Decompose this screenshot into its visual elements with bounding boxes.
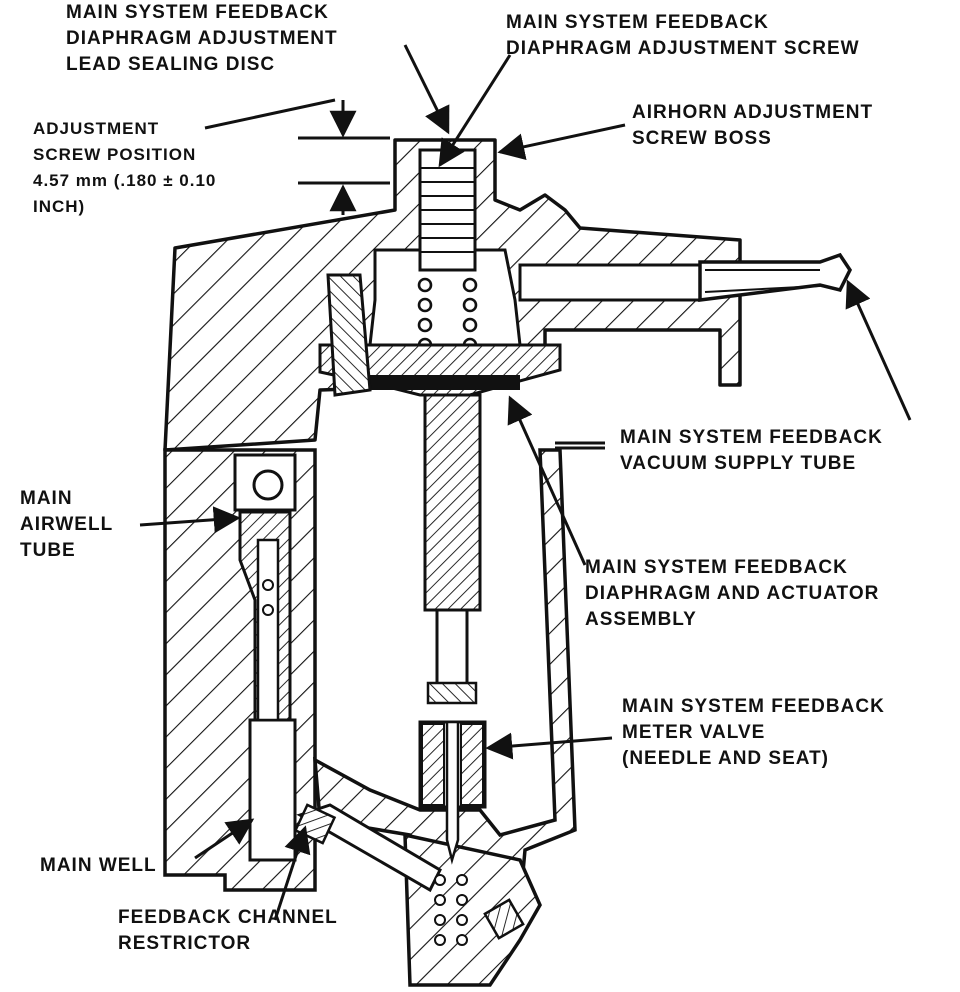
leader-meter-valve (485, 732, 613, 760)
label-line: AIRWELL (20, 514, 114, 535)
main-airwell-tube (233, 453, 297, 722)
label-line: (NEEDLE AND SEAT) (622, 748, 829, 769)
leader-adjustment-screw (438, 54, 512, 168)
leader-lead-sealing-disc (403, 44, 450, 135)
label-line: AIRHORN ADJUSTMENT (632, 102, 874, 123)
label-line: FEEDBACK CHANNEL (118, 907, 338, 928)
label-line: MAIN (20, 488, 73, 509)
label-line: MAIN SYSTEM FEEDBACK (66, 2, 329, 23)
label-line: ADJUSTMENT (33, 119, 160, 138)
airhorn-housing (163, 138, 742, 452)
leader-restrictor (273, 825, 311, 921)
leader-vacuum-tube (845, 279, 912, 421)
label-line: INCH) (33, 197, 86, 216)
adjustment-screw (418, 148, 477, 272)
label-screw-position: ADJUSTMENT SCREW POSITION 4.57 mm (.180 … (33, 116, 216, 220)
label-line: SCREW POSITION (33, 145, 197, 164)
leader-diaphragm-actuator (507, 395, 587, 566)
label-main-airwell-tube: MAIN AIRWELL TUBE (20, 486, 113, 564)
label-meter-valve: MAIN SYSTEM FEEDBACK METER VALVE (NEEDLE… (622, 694, 885, 772)
label-line: MAIN SYSTEM FEEDBACK (585, 557, 848, 578)
leader-lines (139, 44, 912, 921)
label-line: TUBE (20, 540, 76, 561)
label-line: DIAPHRAGM AND ACTUATOR (585, 583, 880, 604)
leader-main-well (194, 818, 255, 860)
label-main-well: MAIN WELL (40, 853, 157, 879)
label-airhorn-boss: AIRHORN ADJUSTMENT SCREW BOSS (632, 100, 873, 152)
label-line: ASSEMBLY (585, 609, 697, 630)
label-line: RESTRICTOR (118, 933, 252, 954)
label-line: VACUUM SUPPLY TUBE (620, 453, 857, 474)
label-line: SCREW BOSS (632, 128, 772, 149)
label-line: 4.57 mm (.180 ± 0.10 (33, 171, 217, 190)
label-diaphragm-actuator: MAIN SYSTEM FEEDBACK DIAPHRAGM AND ACTUA… (585, 555, 879, 633)
leader-airhorn-boss (497, 123, 626, 161)
vacuum-supply-tube (698, 252, 853, 302)
label-channel-restrictor: FEEDBACK CHANNEL RESTRICTOR (118, 905, 338, 957)
meter-valve (418, 720, 525, 946)
label-line: DIAPHRAGM ADJUSTMENT (66, 28, 338, 49)
label-line: MAIN SYSTEM FEEDBACK (506, 12, 769, 33)
label-line: METER VALVE (622, 722, 766, 743)
label-line: MAIN SYSTEM FEEDBACK (620, 427, 883, 448)
label-line: MAIN WELL (40, 855, 157, 876)
label-line: LEAD SEALING DISC (66, 54, 276, 75)
leader-airwell (139, 506, 241, 534)
label-adjustment-screw: MAIN SYSTEM FEEDBACK DIAPHRAGM ADJUSTMEN… (506, 10, 860, 62)
label-line: DIAPHRAGM ADJUSTMENT SCREW (506, 38, 860, 59)
label-lead-sealing-disc: MAIN SYSTEM FEEDBACK DIAPHRAGM ADJUSTMEN… (66, 0, 338, 78)
leader-screw-position (204, 98, 336, 130)
actuator-shaft (423, 393, 482, 705)
label-line: MAIN SYSTEM FEEDBACK (622, 696, 885, 717)
label-vacuum-supply-tube: MAIN SYSTEM FEEDBACK VACUUM SUPPLY TUBE (620, 425, 883, 477)
